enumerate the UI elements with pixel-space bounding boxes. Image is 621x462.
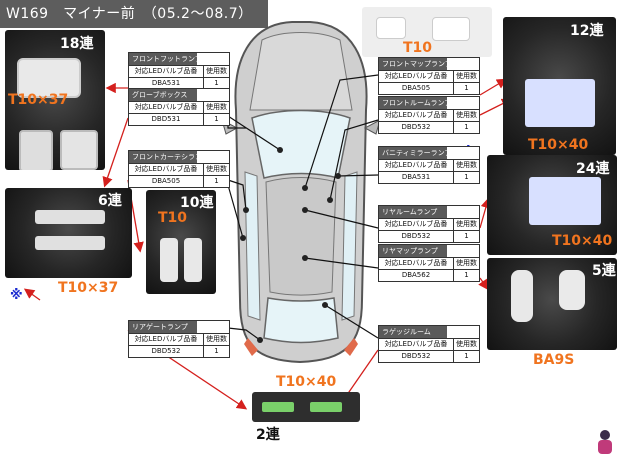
photo-10-count: 10連 <box>180 195 214 211</box>
led-panel-shape <box>525 79 595 127</box>
photo-t10-wedge <box>362 7 492 57</box>
led-module-shape <box>17 58 81 98</box>
leader-dots <box>240 147 341 343</box>
photo-2-led-festoon <box>252 392 360 422</box>
photo-6-mark: ※ <box>10 288 23 303</box>
page-title: W169 マイナー前 （05.2～08.7） <box>0 0 268 28</box>
led-bulb-shape <box>160 238 178 282</box>
photo-5-type: BA9S <box>533 352 575 368</box>
photo-24-count: 24連 <box>576 161 610 177</box>
photo-12-led-panel <box>503 17 616 155</box>
car-illustration <box>221 21 381 364</box>
photo-12-count: 12連 <box>570 23 604 39</box>
led-bulb-shape <box>184 238 202 282</box>
led-bulb-shape <box>511 270 533 322</box>
photo-2-count: 2連 <box>256 427 280 443</box>
photo-2-type: T10×40 <box>276 374 337 390</box>
photo-18-type: T10×37 <box>8 92 69 108</box>
tail-light-left <box>244 338 258 356</box>
tail-light-right <box>344 338 358 356</box>
left-windows <box>244 171 261 321</box>
led-bulb-shape <box>376 17 406 39</box>
roof <box>265 177 337 296</box>
right-windows <box>341 171 358 321</box>
photo-24-type: T10×40 <box>552 233 613 249</box>
led-bulb-shape <box>262 402 294 412</box>
leader-lines <box>227 74 379 341</box>
photo-5-count: 5連 <box>592 263 616 279</box>
photo-6-led-festoon <box>5 188 132 278</box>
car-hood <box>249 32 353 111</box>
photo-5-led-ba9s <box>487 258 617 350</box>
photo-6-count: 6連 <box>98 193 122 209</box>
mascot-icon <box>596 430 614 456</box>
photo-18-count: 18連 <box>60 36 94 52</box>
led-housing-shape <box>60 130 98 170</box>
led-bulb-shape <box>35 210 105 224</box>
photo-10-type: T10 <box>158 210 188 226</box>
photo-12-type: T10×40 <box>528 137 589 153</box>
photo-6-type: T10×37 <box>58 280 119 296</box>
led-bulb-shape <box>310 402 342 412</box>
photo-10-led-wedge <box>146 190 216 294</box>
led-bulb-shape <box>35 236 105 250</box>
led-bulb-shape <box>559 270 585 310</box>
led-housing-shape <box>19 130 53 170</box>
photo-t10-type: T10 <box>403 40 433 56</box>
photo-24-led-panel <box>487 155 617 255</box>
windshield <box>251 109 351 179</box>
photo-18-led-festoon <box>5 30 105 170</box>
led-panel-shape <box>529 177 601 225</box>
led-bulb-shape <box>432 17 470 41</box>
rear-window <box>263 297 339 344</box>
